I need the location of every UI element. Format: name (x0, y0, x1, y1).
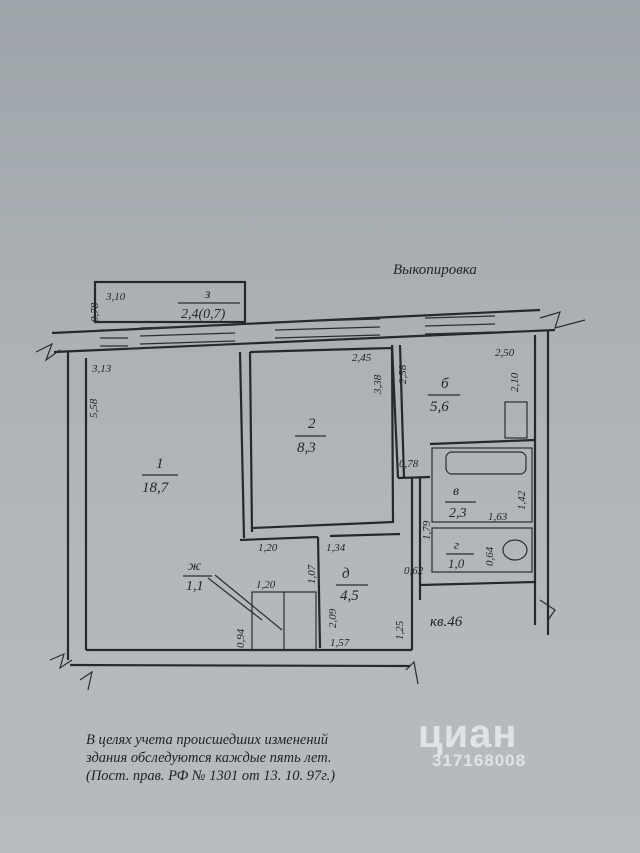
document-title: Выкопировка (393, 262, 477, 278)
room-b-letter: б (441, 376, 449, 392)
dim-room1-top: 3,13 (91, 363, 112, 375)
dim-kitchen-top: 2,50 (495, 347, 515, 359)
room-v-area: 2,3 (449, 506, 467, 521)
footnote-line-3: (Пост. прав. РФ № 1301 от 13. 10. 97г.) (86, 768, 336, 784)
room-labels: 1 18,7 2 8,3 б 5,6 в 2,3 г 1,0 д 4,5 ж 1… (142, 287, 476, 630)
dim-balcony-height: 0,78 (89, 302, 101, 322)
dim-bath-gap: 0,78 (399, 458, 419, 470)
room-z-area: 2,4(0,7) (181, 307, 226, 322)
room-v-letter: в (453, 484, 459, 499)
watermark-brand: циан (418, 712, 518, 756)
room-d-letter: д (342, 566, 350, 582)
room-g-area: 1,0 (448, 556, 465, 571)
footnote-line-2: здания обследуются каждые пять лет. (86, 750, 332, 766)
balcony-outline (93, 280, 247, 324)
watermark-id: 317168008 (432, 751, 527, 770)
room-zh-letter: ж (188, 559, 201, 574)
dim-bath-side: 1,79 (421, 520, 433, 540)
room-1-number: 1 (156, 456, 164, 472)
apartment-number: кв.46 (430, 614, 463, 630)
dim-corridor-top-right: 1,34 (326, 542, 346, 554)
dim-room2-side: 3,38 (372, 374, 384, 395)
cian-watermark: циан 317168008 (418, 712, 526, 771)
room-2-number: 2 (308, 416, 316, 432)
dim-bath-height: 1,42 (516, 490, 528, 510)
room-2-area: 8,3 (297, 440, 316, 456)
bathtub-fixture (445, 451, 527, 475)
dim-hall-bottom: 1,57 (330, 637, 350, 649)
window-marks (100, 315, 496, 347)
interior-walls (207, 344, 536, 651)
outer-walls (35, 280, 586, 691)
dim-wc-gap: 0,62 (404, 565, 424, 577)
dim-hall-side: 2,09 (327, 608, 339, 628)
dim-balcony-width: 3,10 (105, 291, 126, 303)
dim-kitchen-side: 2,58 (397, 364, 409, 384)
dim-entry-side: 1,25 (394, 620, 406, 640)
dim-room1-side: 5,58 (88, 398, 100, 418)
room-b-area: 5,6 (430, 399, 449, 415)
dim-wc-side: 0,64 (484, 546, 496, 566)
dim-corridor-top-left: 1,20 (258, 542, 278, 554)
room-g-letter: г (454, 537, 459, 552)
dim-kitchen-right: 2,10 (509, 372, 521, 392)
toilet-fixture (502, 539, 528, 561)
room-zh-area: 1,1 (186, 579, 204, 594)
dimension-labels: 0,78 3,10 3,13 5,58 2,45 3,38 2,58 2,50 … (88, 291, 528, 649)
dim-closet-width: 1,20 (256, 579, 276, 591)
dim-corridor-side: 1,07 (306, 564, 318, 584)
stove-fixture (504, 401, 528, 439)
footnote-line-1: В целях учета происшедших изменений (86, 732, 329, 748)
dim-closet-height: 0,94 (235, 628, 247, 648)
dim-room2-top: 2,45 (352, 352, 372, 364)
dim-bath-width: 1,63 (488, 511, 508, 523)
room-z-letter: з (204, 287, 211, 302)
room-d-area: 4,5 (340, 588, 359, 604)
room-1-area: 18,7 (142, 480, 170, 496)
